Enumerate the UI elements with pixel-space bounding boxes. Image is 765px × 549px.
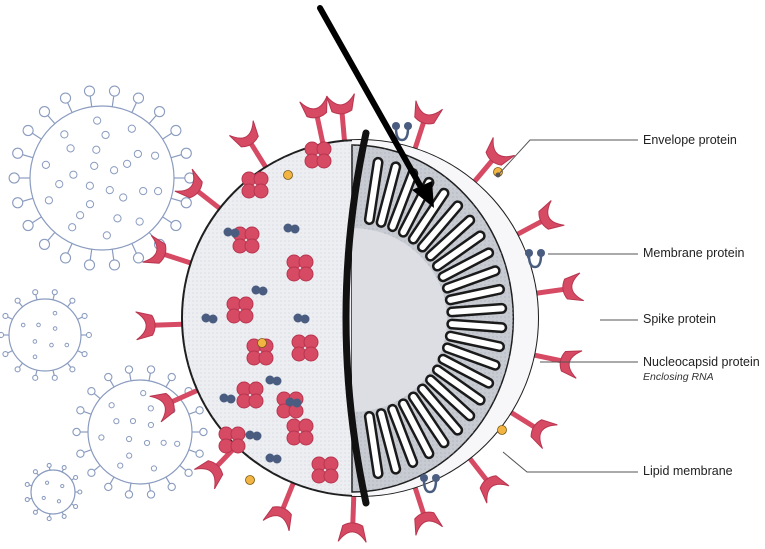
envelope-protein-icon (284, 171, 293, 180)
label-lipid-membrane: Lipid membrane (643, 464, 733, 478)
label-envelope-protein: Envelope protein (643, 133, 737, 147)
background-virus-icon (73, 366, 207, 498)
envelope-protein-icon (258, 339, 267, 348)
spike-protein-icon (327, 94, 359, 142)
spike-protein-icon (531, 341, 582, 378)
label-enclosing-rna: Enclosing RNA (643, 371, 714, 383)
background-virus-icon (0, 290, 91, 381)
envelope-leader (498, 140, 638, 175)
background-virus-icon (9, 86, 195, 270)
spike-protein-icon (534, 273, 583, 307)
label-membrane-protein: Membrane protein (643, 246, 744, 260)
envelope-protein-icon (498, 426, 507, 435)
spike-protein-icon (143, 235, 195, 276)
background-virus-group (0, 86, 207, 521)
spike-protein-icon (402, 483, 443, 535)
spike-protein-icon (136, 310, 183, 340)
rna-loop (452, 324, 502, 328)
envelope-protein-icon (246, 476, 255, 485)
label-nucleocapsid-protein: Nucleocapsid protein (643, 355, 760, 369)
background-virus-icon (25, 463, 82, 520)
rna-loop (452, 308, 502, 312)
lipid-leader (503, 452, 638, 472)
envelope-leader-dot (496, 173, 501, 178)
label-spike-protein: Spike protein (643, 312, 716, 326)
